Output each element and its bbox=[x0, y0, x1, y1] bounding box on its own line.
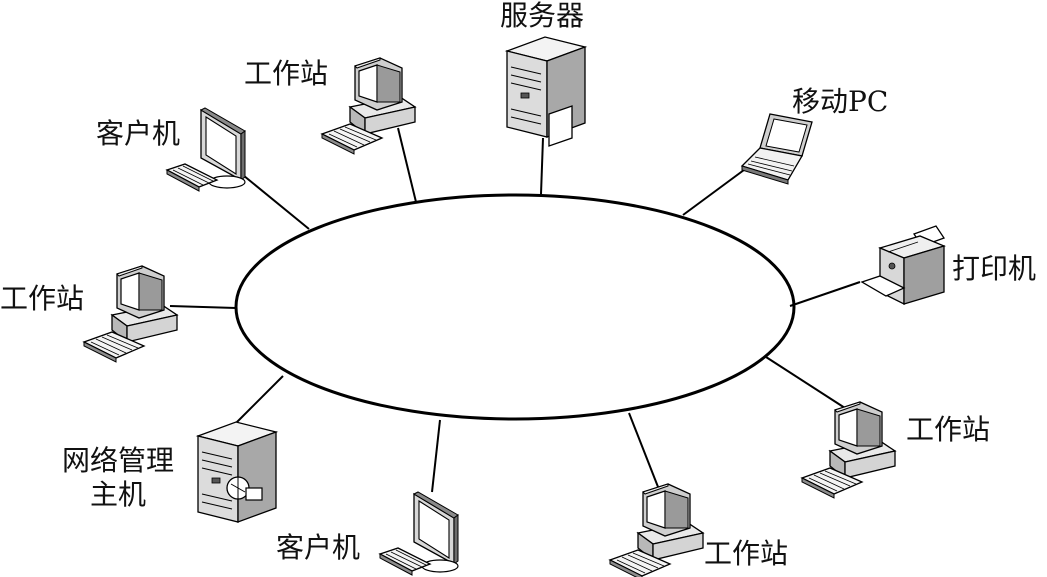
server-label: 服务器 bbox=[500, 0, 585, 32]
link-client-bottom bbox=[431, 419, 441, 493]
link-workstation-right bbox=[765, 356, 846, 409]
workstation-bottom-label: 工作站 bbox=[704, 537, 789, 570]
network-host-label: 网络管理 主机 bbox=[62, 444, 174, 512]
server-icon bbox=[506, 36, 586, 138]
link-workstation-top bbox=[397, 127, 417, 203]
client-bottom-label: 客户机 bbox=[276, 531, 361, 564]
client-bottom-icon bbox=[379, 491, 459, 576]
laptop-icon bbox=[740, 113, 813, 185]
link-network-host bbox=[235, 375, 284, 424]
network-host-label-line1: 网络管理 bbox=[62, 444, 175, 477]
workstation-right-icon bbox=[801, 401, 896, 499]
link-client-top-left bbox=[237, 170, 310, 230]
link-mobile-pc bbox=[682, 166, 749, 216]
ring-network bbox=[234, 193, 796, 421]
network-host-badge-icon bbox=[226, 476, 263, 501]
workstation-bottom-icon bbox=[609, 483, 704, 577]
connection-lines bbox=[169, 127, 861, 493]
workstation-top-label: 工作站 bbox=[244, 57, 329, 90]
client-top-left-label: 客户机 bbox=[96, 117, 181, 150]
printer-icon bbox=[860, 225, 946, 306]
network-host-server-icon bbox=[197, 421, 277, 523]
server-door-icon bbox=[548, 105, 573, 147]
workstation-left-icon bbox=[83, 265, 178, 363]
mobile-pc-label: 移动PC bbox=[792, 85, 889, 118]
workstation-right-label: 工作站 bbox=[906, 413, 991, 446]
workstation-left-label: 工作站 bbox=[0, 282, 85, 315]
link-server bbox=[540, 137, 544, 195]
link-workstation-left bbox=[169, 305, 237, 309]
link-workstation-bottom bbox=[628, 412, 661, 493]
link-printer bbox=[789, 281, 861, 307]
network-host-label-line2: 主机 bbox=[90, 478, 147, 511]
printer-label: 打印机 bbox=[952, 252, 1037, 285]
